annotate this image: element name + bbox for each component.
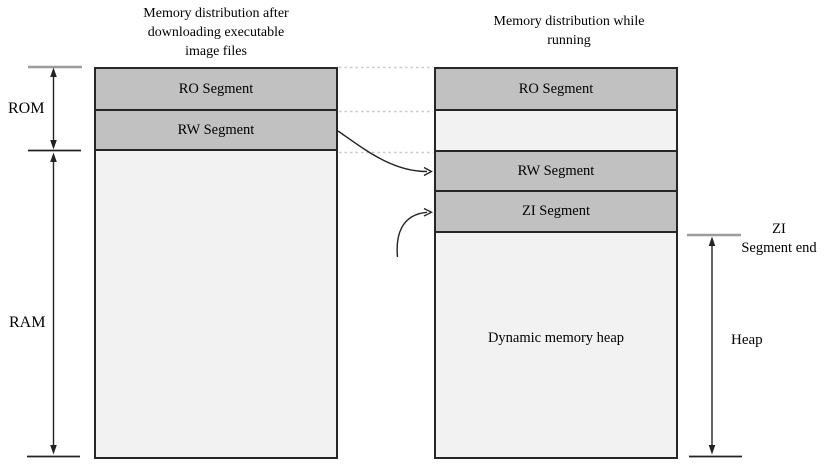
left-title-line: image files bbox=[185, 44, 247, 59]
right-title-line: Memory distribution while bbox=[493, 14, 645, 29]
heap-segment-label: Dynamic memory heap bbox=[487, 329, 625, 346]
zi-end-label-line: Segment end bbox=[741, 239, 817, 256]
right-rw-segment-label: RW Segment bbox=[517, 162, 595, 179]
zi-end-label-line: ZI bbox=[772, 221, 786, 237]
ram-label: RAM bbox=[9, 314, 46, 331]
right-memory-column: RO Segment RW Segment ZI Segment Dynamic… bbox=[434, 67, 678, 459]
right-heap-segment: Dynamic memory heap bbox=[436, 233, 676, 457]
left-ro-segment-label: RO Segment bbox=[178, 80, 254, 97]
heap-side-label: Heap bbox=[731, 332, 763, 348]
right-ro-segment-label: RO Segment bbox=[518, 80, 594, 97]
ram-measure-arrow bbox=[27, 152, 80, 458]
left-column-title: Memory distribution after downloading ex… bbox=[104, 4, 328, 61]
right-empty-gap bbox=[436, 111, 676, 152]
left-rw-segment: RW Segment bbox=[96, 111, 336, 151]
left-memory-column: RO Segment RW Segment bbox=[94, 67, 338, 459]
left-rw-segment-label: RW Segment bbox=[177, 121, 255, 138]
rw-relocation-arrow bbox=[337, 130, 433, 177]
right-title-line: running bbox=[547, 33, 591, 48]
left-title-line: Memory distribution after bbox=[143, 6, 289, 21]
left-title-line: downloading executable bbox=[147, 25, 285, 40]
right-column-title: Memory distribution while running bbox=[457, 12, 681, 50]
rom-label: ROM bbox=[8, 100, 45, 117]
right-ro-segment: RO Segment bbox=[436, 69, 676, 111]
zi-creation-arrow bbox=[396, 207, 433, 258]
left-ro-segment: RO Segment bbox=[96, 69, 336, 111]
left-empty-ram-area bbox=[96, 151, 336, 457]
right-rw-segment: RW Segment bbox=[436, 152, 676, 192]
zi-segment-end-label: ZI Segment end bbox=[729, 220, 829, 257]
right-zi-segment: ZI Segment bbox=[436, 192, 676, 233]
dashed-alignment-lines bbox=[339, 66, 433, 154]
right-zi-segment-label: ZI Segment bbox=[521, 203, 591, 219]
